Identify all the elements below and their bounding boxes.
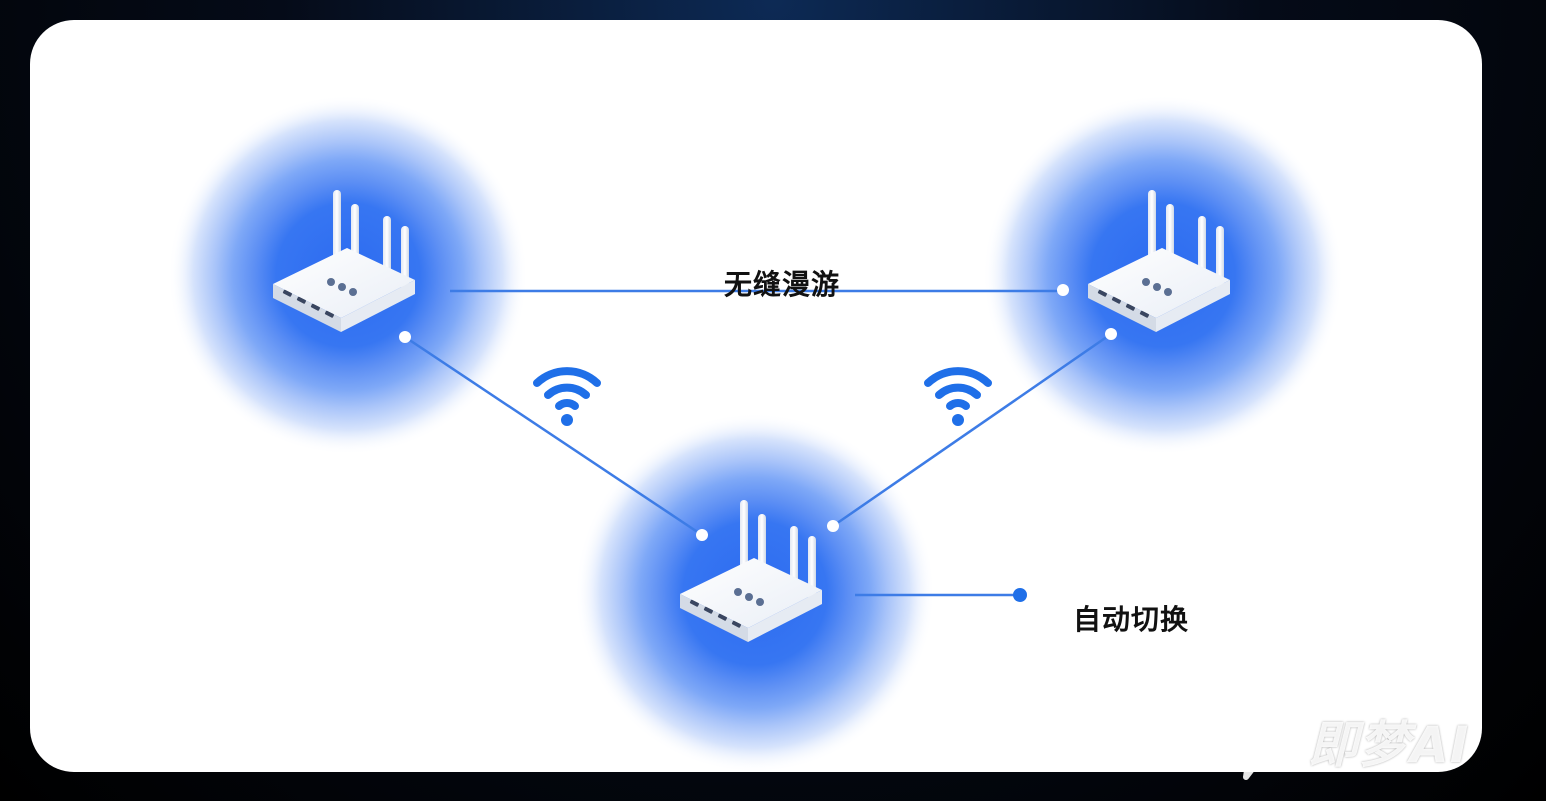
wifi-icon	[928, 371, 988, 426]
wifi-icon	[537, 371, 597, 426]
seamless-roaming-label: 无缝漫游	[724, 268, 841, 301]
logo-mark-icon	[1223, 704, 1300, 780]
connector-dot	[399, 331, 411, 343]
network-diagram	[168, 95, 1343, 772]
connector-dot	[827, 520, 839, 532]
watermark-text: 即梦AI	[1308, 716, 1470, 774]
link-right-bottom	[832, 332, 1112, 528]
auto-switch-label: 自动切换	[1073, 603, 1190, 636]
connector-dot	[1105, 328, 1117, 340]
watermark: 即梦AI	[1222, 700, 1469, 782]
connector-dot	[696, 529, 708, 541]
diagram-card: 无缝漫游 自动切换	[30, 20, 1482, 772]
link-left-bottom	[404, 335, 703, 537]
connector-dot	[1013, 588, 1027, 602]
connector-dot	[1057, 284, 1069, 296]
